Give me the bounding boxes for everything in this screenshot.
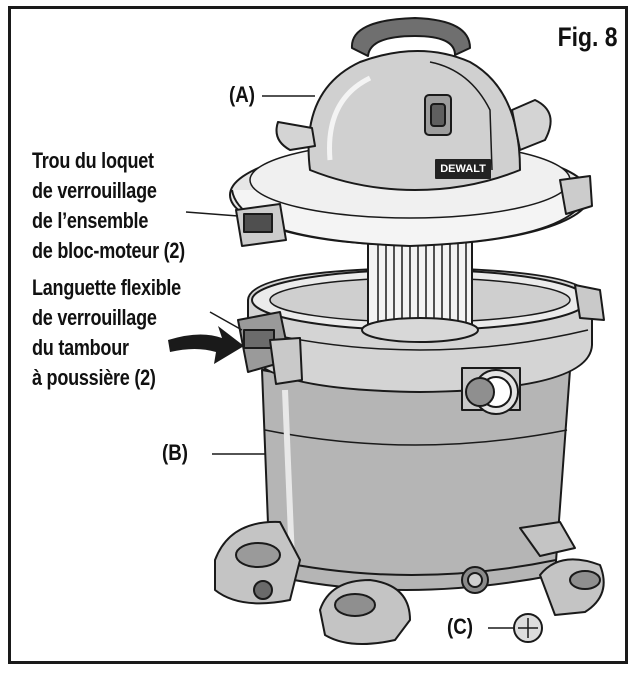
callout-flex-tab: Languette flexible de verrouillage du ta… — [32, 273, 181, 393]
callout-latch-hole-line-3: de l’ensemble — [32, 208, 149, 233]
brand-badge-logo: DEWALT — [440, 163, 486, 175]
callout-latch-hole-line-2: de verrouillage — [32, 178, 157, 203]
drum-latch-tab-left — [237, 311, 303, 385]
drum-latch-tab-right — [574, 284, 605, 321]
callout-flex-tab-line-3: du tambour — [32, 335, 129, 360]
cartridge-filter — [361, 229, 479, 343]
label-b: (B) — [162, 440, 188, 465]
callout-latch-hole-line-4: de bloc-moteur (2) — [32, 238, 185, 263]
drum-body — [261, 369, 571, 591]
drain-port — [461, 566, 543, 643]
label-a: (A) — [229, 82, 255, 107]
arrow-icon — [168, 326, 244, 364]
label-c: (C) — [447, 614, 473, 639]
hose-inlet — [461, 367, 521, 415]
callout-latch-hole: Trou du loquet de verrouillage de l’ense… — [32, 146, 185, 266]
leader-lines — [185, 95, 515, 629]
power-head — [229, 17, 593, 247]
callout-latch-hole-line-1: Trou du loquet — [32, 148, 154, 173]
callout-flex-tab-line-4: à poussière (2) — [32, 365, 156, 390]
callout-flex-tab-line-2: de verrouillage — [32, 305, 157, 330]
figure-number: Fig. 8 — [558, 22, 618, 52]
caster-base — [214, 520, 605, 645]
callout-flex-tab-line-1: Languette flexible — [32, 275, 181, 300]
